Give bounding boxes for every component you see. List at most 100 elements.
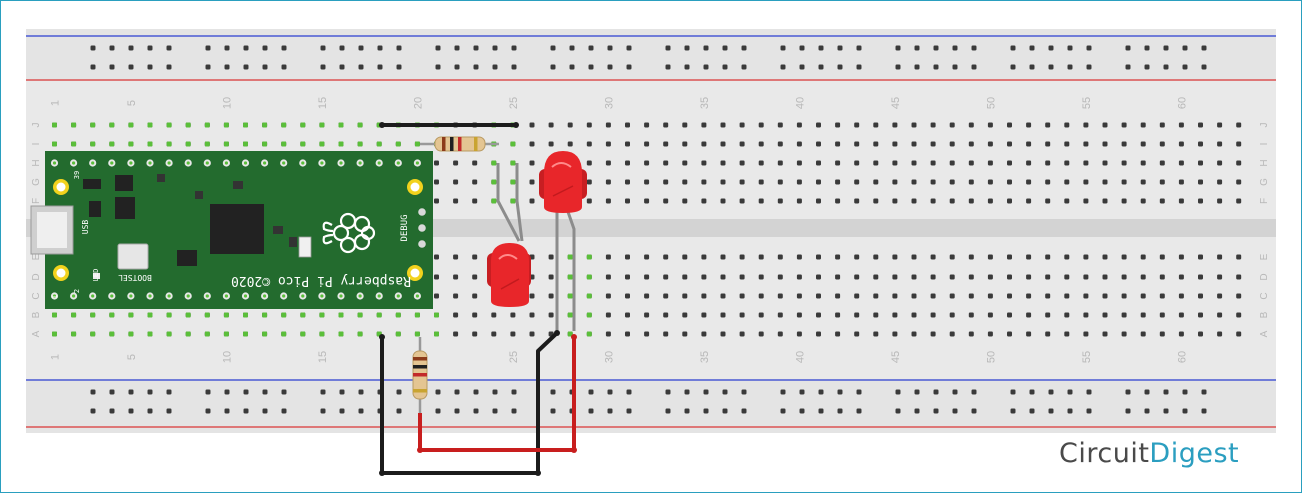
breadboard-hole [796, 274, 802, 280]
breadboard-hole [625, 122, 630, 128]
breadboard-hole [586, 141, 592, 147]
breadboard-hole [701, 254, 707, 260]
breadboard-hole [835, 122, 841, 128]
breadboard-hole [914, 45, 920, 51]
breadboard-hole [434, 160, 439, 166]
breadboard-hole [529, 122, 535, 128]
breadboard-hole [1064, 179, 1070, 185]
breadboard-hole [835, 254, 841, 260]
breadboard-hole [682, 179, 688, 185]
breadboard-hole [1102, 122, 1108, 128]
breadboard-hole [1140, 160, 1146, 166]
breadboard-hole [1045, 198, 1051, 204]
breadboard-hole [949, 179, 955, 185]
breadboard-hole [854, 312, 860, 318]
breadboard-hole [109, 45, 115, 51]
breadboard-hole [701, 293, 707, 299]
breadboard-hole [473, 408, 479, 414]
raspberry-pi-logo-icon [322, 212, 376, 254]
column-number: 55 [1081, 97, 1093, 109]
breadboard-hole [780, 64, 786, 70]
breadboard-hole [1007, 274, 1012, 280]
breadboard-hole [777, 254, 783, 260]
breadboard-hole [1010, 389, 1016, 395]
breadboard-hole [892, 331, 898, 337]
breadboard-hole [930, 331, 936, 337]
breadboard-hole [1178, 331, 1184, 337]
breadboard-hole [472, 331, 478, 337]
breadboard-hole [147, 122, 153, 128]
breadboard-hole [777, 179, 783, 185]
row-letter: E [1259, 253, 1270, 260]
breadboard-hole [1010, 45, 1016, 51]
breadboard-hole [607, 408, 613, 414]
breadboard-hole [987, 293, 993, 299]
breadboard-hole [837, 408, 843, 414]
breadboard-hole [720, 331, 726, 337]
breadboard-hole [128, 45, 134, 51]
breadboard-hole [968, 274, 974, 280]
breadboard-hole [224, 408, 230, 414]
breadboard-hole [1045, 331, 1051, 337]
breadboard-hole [1086, 45, 1092, 51]
breadboard-hole [644, 198, 650, 204]
breadboard-hole [320, 408, 326, 414]
breadboard-hole [1029, 64, 1035, 70]
breadboard-hole [472, 179, 478, 185]
breadboard-hole [1140, 312, 1146, 318]
column-number: 1 [50, 354, 62, 360]
breadboard-hole [90, 64, 96, 70]
column-number: 45 [890, 97, 902, 109]
breadboard-hole [472, 254, 478, 260]
breadboard-hole [701, 179, 707, 185]
breadboard-hole [204, 141, 210, 147]
breadboard-hole [1217, 331, 1223, 337]
breadboard-hole [1121, 274, 1127, 280]
breadboard-hole [1102, 331, 1108, 337]
breadboard-hole [1217, 293, 1223, 299]
breadboard-hole [796, 254, 802, 260]
breadboard-hole [854, 254, 860, 260]
breadboard-hole [1182, 408, 1188, 414]
breadboard-hole [454, 64, 460, 70]
breadboard-hole [166, 408, 172, 414]
breadboard-hole [376, 141, 382, 147]
breadboard-hole [1236, 312, 1242, 318]
breadboard-hole [720, 254, 726, 260]
breadboard-hole [396, 408, 402, 414]
breadboard-hole [569, 64, 575, 70]
breadboard-hole [472, 293, 478, 299]
breadboard-hole [1086, 408, 1092, 414]
breadboard-hole [473, 389, 479, 395]
breadboard-hole [1182, 389, 1188, 395]
breadboard-hole [605, 274, 611, 280]
breadboard-hole [1236, 331, 1242, 337]
breadboard-hole [987, 254, 993, 260]
breadboard-hole [777, 312, 783, 318]
breadboard-hole [1159, 179, 1165, 185]
breadboard-hole [1064, 122, 1070, 128]
breadboard-hole [796, 122, 802, 128]
breadboard-hole [703, 389, 709, 395]
breadboard-hole [166, 45, 172, 51]
breadboard-hole [818, 408, 824, 414]
breadboard-hole [720, 122, 726, 128]
breadboard-hole [472, 274, 478, 280]
breadboard-hole [510, 141, 516, 147]
breadboard-hole [147, 408, 153, 414]
breadboard-hole [968, 293, 974, 299]
breadboard-hole [873, 198, 879, 204]
breadboard-hole [1083, 122, 1089, 128]
breadboard-hole [1198, 312, 1203, 318]
breadboard-hole [605, 331, 611, 337]
breadboard-hole [1007, 331, 1012, 337]
breadboard-hole [663, 179, 669, 185]
breadboard-hole [968, 254, 974, 260]
breadboard-hole [1026, 141, 1032, 147]
breadboard-hole [548, 122, 554, 128]
flash-chip [115, 197, 135, 219]
breadboard-hole [1201, 64, 1207, 70]
breadboard-hole [473, 64, 479, 70]
breadboard-hole [856, 45, 862, 51]
breadboard-hole [224, 389, 230, 395]
